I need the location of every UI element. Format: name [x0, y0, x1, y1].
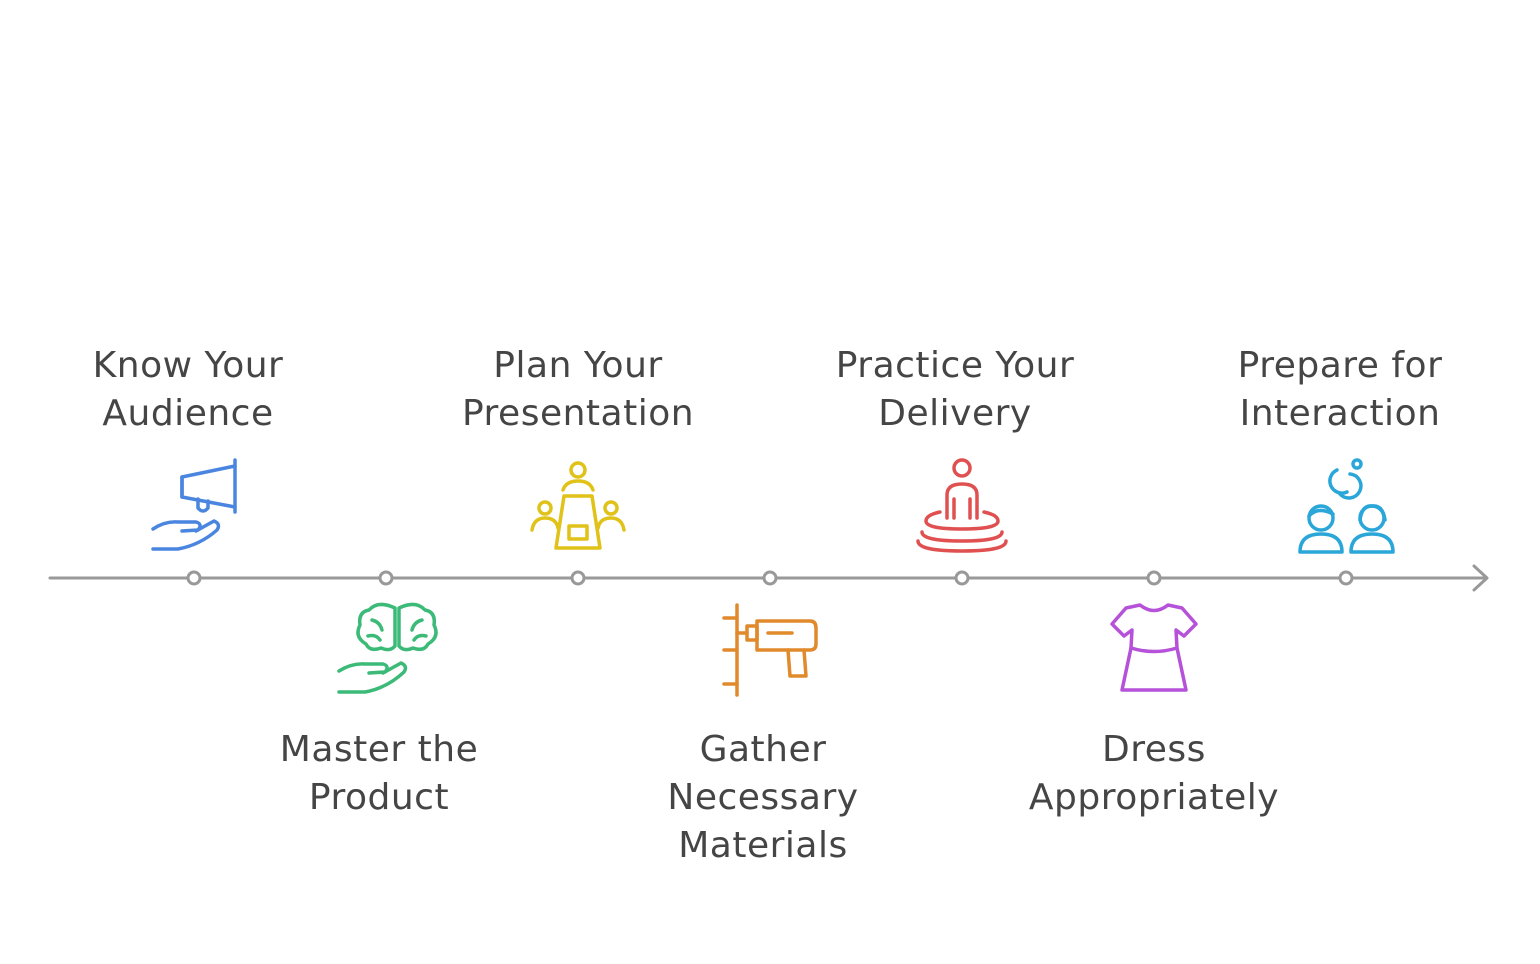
- timeline-marker-practice-your-delivery: [954, 570, 970, 586]
- person-podium-icon: [916, 458, 1008, 553]
- people-interaction-icon: [1298, 458, 1395, 554]
- timeline-marker-prepare-for-interaction: [1338, 570, 1354, 586]
- step-label-dress-appropriately: Dress Appropriately: [1028, 729, 1280, 818]
- timeline-marker-gather-necessary-materials: [762, 570, 778, 586]
- step-label-plan-your-presentation: Plan Your Presentation: [461, 345, 695, 434]
- step-label-know-your-audience: Know Your Audience: [92, 345, 284, 434]
- timeline-markers: [186, 570, 1354, 586]
- step-label-practice-your-delivery: Practice Your Delivery: [835, 345, 1075, 434]
- dress-icon: [1110, 603, 1198, 692]
- timeline-marker-dress-appropriately: [1146, 570, 1162, 586]
- step-label-master-the-product: Master the Product: [279, 729, 479, 818]
- step-label-gather-necessary-materials: Gather Necessary Materials: [667, 729, 859, 866]
- step-label-prepare-for-interaction: Prepare for Interaction: [1237, 345, 1443, 434]
- timeline-marker-plan-your-presentation: [570, 570, 586, 586]
- drill-icon: [722, 603, 818, 697]
- brain-hand-icon: [337, 602, 438, 694]
- megaphone-hand-icon: [151, 458, 237, 551]
- timeline-marker-master-the-product: [378, 570, 394, 586]
- timeline-marker-know-your-audience: [186, 570, 202, 586]
- presenter-audience-icon: [530, 461, 626, 550]
- timeline-arrowhead: [1472, 564, 1489, 592]
